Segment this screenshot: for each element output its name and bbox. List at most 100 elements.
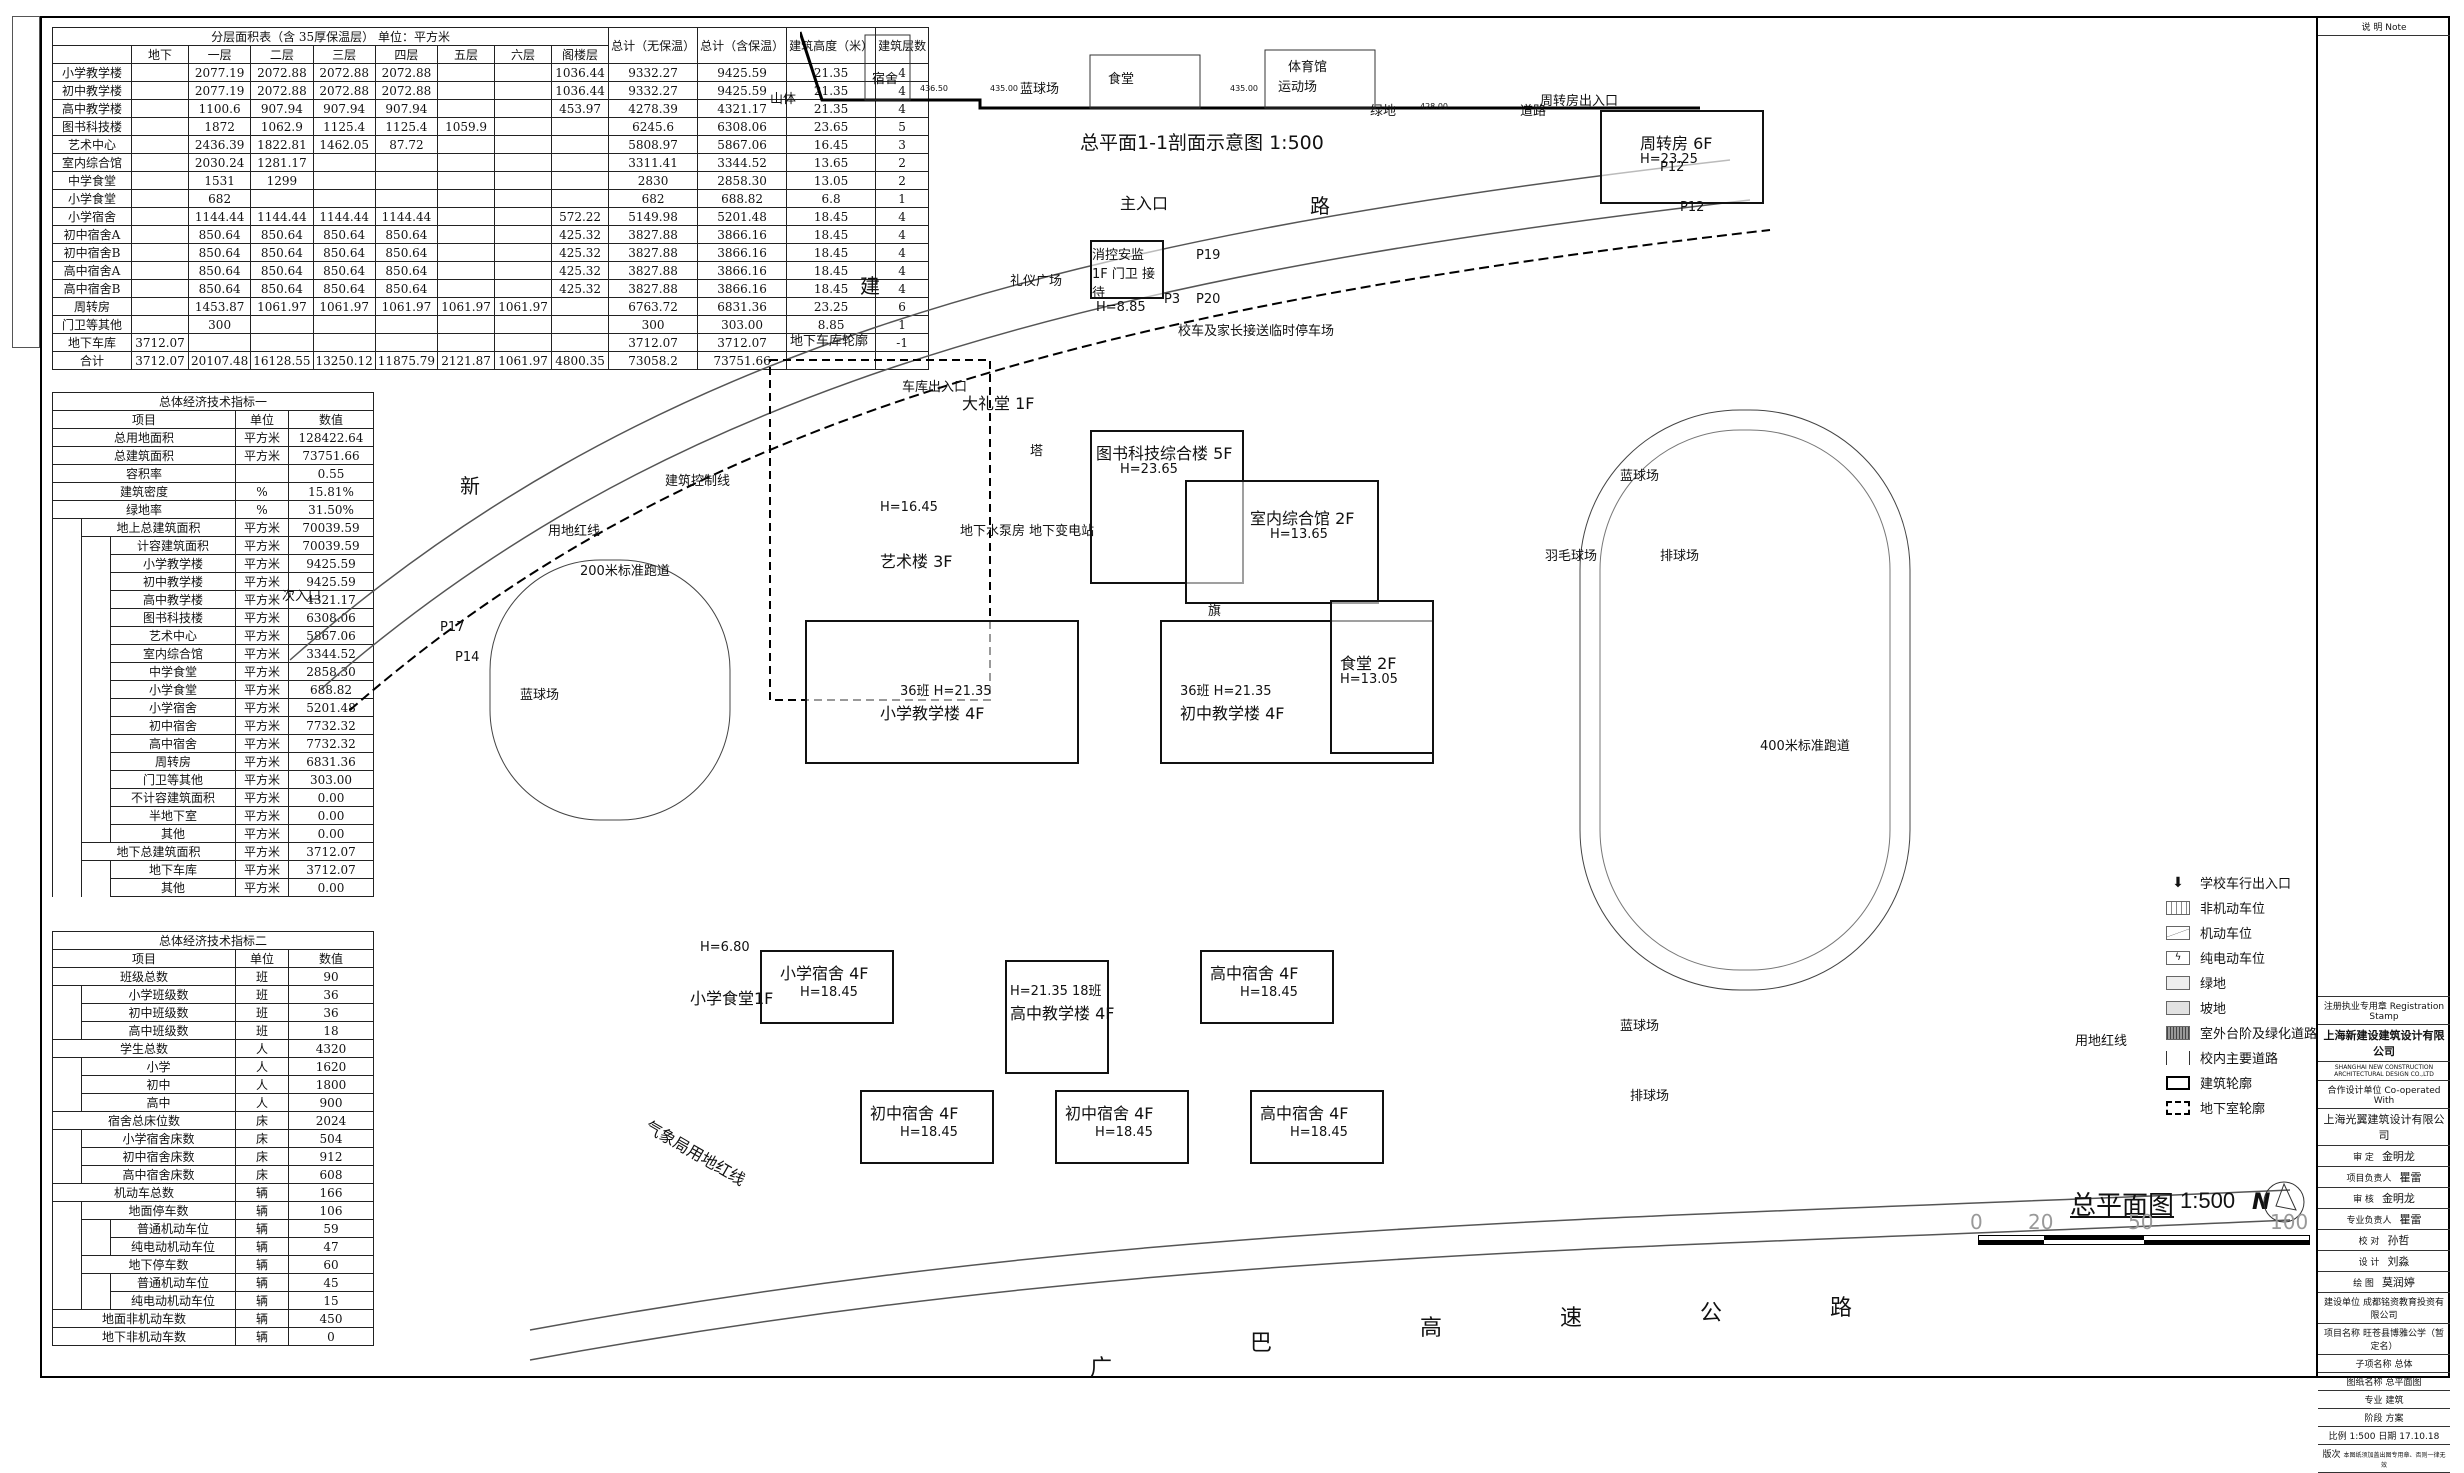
parking-tag: P12 [1680, 200, 1705, 215]
indicator-unit: 床 [235, 1111, 289, 1130]
group-cell [81, 590, 111, 609]
building-label: 高中宿舍 4F [1210, 964, 1299, 983]
drawing-row: 图纸名称 总平面图 [2318, 1373, 2450, 1391]
group-cell [81, 806, 111, 825]
building-indoor-gym[interactable] [1185, 480, 1379, 604]
legend-item: 机动车位 [2166, 920, 2317, 945]
group-cell [52, 1075, 82, 1094]
turnover-entrance-label: 周转房出入口 [1540, 94, 1619, 109]
group-cell [81, 680, 111, 699]
table-header: 二层 [250, 45, 314, 64]
field-label: 图纸名称 [2346, 1378, 2383, 1388]
group-cell [52, 1273, 82, 1292]
table-cell: 初中宿舍A [52, 225, 132, 244]
group-cell [52, 1201, 82, 1220]
building-height: H=18.45 [1290, 1125, 1348, 1140]
legend-label: 地下室轮廓 [2200, 1102, 2266, 1117]
table-cell: 16.45 [786, 135, 877, 154]
indicator-unit: 平方米 [235, 626, 289, 645]
group-cell [81, 608, 111, 627]
group-cell [52, 1255, 82, 1274]
table-header: 五层 [437, 45, 496, 64]
legend-item: 地下室轮廓 [2166, 1095, 2317, 1120]
group-cell [81, 536, 111, 555]
parking-tag: P3 [1164, 292, 1181, 307]
indicator-label: 地下非机动车数 [52, 1327, 236, 1346]
building-senior-dorm-b[interactable] [1250, 1090, 1384, 1164]
building-junior-dorm-a[interactable] [860, 1090, 994, 1164]
stamp-header: 注册执业专用章 Registration Stamp [2318, 997, 2450, 1025]
table-header: 项目 [52, 949, 236, 968]
basement-outline-icon [2166, 1100, 2190, 1115]
indicator-value: 3712.07 [288, 860, 374, 879]
indicator-unit: 平方米 [235, 698, 289, 717]
signature-row: 校 对孙哲 [2318, 1230, 2450, 1251]
track-200-label: 200米标准跑道 [580, 564, 670, 579]
building-primary-dorm[interactable] [760, 950, 894, 1024]
group-cell [52, 626, 82, 645]
signature-row: 审 核金明龙 [2318, 1188, 2450, 1209]
legend-label: 绿地 [2200, 977, 2227, 992]
bike-parking-icon [2166, 900, 2190, 915]
indicator-unit: 平方米 [235, 428, 289, 447]
indicator-label: 地面停车数 [81, 1201, 236, 1220]
invalid-note: 本图纸须加盖出图专用章、否则一律无效 [2343, 1452, 2446, 1469]
group-cell [81, 644, 111, 663]
group-cell [52, 788, 82, 807]
building-height: 36班 H=21.35 [900, 684, 992, 699]
client-row: 建设单位 成都铭资教育投资有限公司 [2318, 1293, 2450, 1324]
building-label: 小学教学楼 4F [880, 704, 985, 723]
indicator-label: 地上总建筑面积 [81, 518, 236, 537]
table-header: 数值 [288, 410, 374, 429]
table-cell: 小学宿舍 [52, 207, 132, 226]
indicator-label: 高中班级数 [81, 1021, 236, 1040]
group-cell [81, 662, 111, 681]
indicator-label: 半地下室 [110, 806, 236, 825]
indicator-label: 地下总建筑面积 [81, 842, 236, 861]
indicator-label: 纯电动机动车位 [110, 1237, 236, 1256]
garage-entrance-label: 车库出入口 [902, 380, 968, 395]
building-label: 艺术楼 3F [880, 552, 953, 571]
legend-item: 建筑轮廓 [2166, 1070, 2317, 1095]
road-char: 公 [1700, 1301, 1723, 1326]
field-label: 比例 [2328, 1432, 2347, 1442]
group-cell [52, 680, 82, 699]
building-senior-teaching[interactable] [1005, 960, 1109, 1074]
role-label: 项目负责人 [2346, 1174, 2392, 1184]
building-senior-dorm[interactable] [1200, 950, 1334, 1024]
building-label: 小学食堂1F [690, 989, 774, 1008]
building-canteen[interactable] [1330, 600, 1434, 754]
table-header: 四层 [374, 45, 439, 64]
legend-item: 室外台阶及绿化道路 [2166, 1020, 2317, 1045]
table-cell: 高中宿舍A [52, 261, 132, 280]
building-primary-teaching[interactable] [805, 620, 1079, 764]
group-cell [81, 824, 111, 843]
table-cell: 850.64 [374, 225, 439, 244]
indicator-label: 地面非机动车数 [52, 1309, 236, 1328]
indicator-unit: 人 [235, 1075, 289, 1094]
project-row: 项目名称 旺苍县博雅公学（暂定名） [2318, 1324, 2450, 1355]
indicator-label: 其他 [110, 878, 236, 897]
building-junior-dorm-b[interactable] [1055, 1090, 1189, 1164]
building-gatehouse[interactable] [1090, 240, 1164, 299]
legend-label: 室外台阶及绿化道路 [2200, 1027, 2318, 1042]
role-label: 专业负责人 [2346, 1216, 2392, 1226]
role-label: 校 对 [2358, 1237, 2380, 1247]
section-label: 宿舍 [872, 72, 899, 87]
group-cell [52, 1021, 82, 1040]
indicator-label: 地下车库 [110, 860, 236, 879]
table-cell: 688.82 [697, 189, 788, 208]
indicator-label: 初中班级数 [81, 1003, 236, 1022]
building-turnover-housing[interactable] [1600, 110, 1764, 204]
table-cell: 21.35 [786, 81, 877, 100]
group-cell [52, 1147, 82, 1166]
cooperate-header: 合作设计单位 Co-operated With [2318, 1081, 2450, 1109]
group-cell [52, 1057, 82, 1076]
discipline-value: 建筑 [2385, 1396, 2404, 1406]
